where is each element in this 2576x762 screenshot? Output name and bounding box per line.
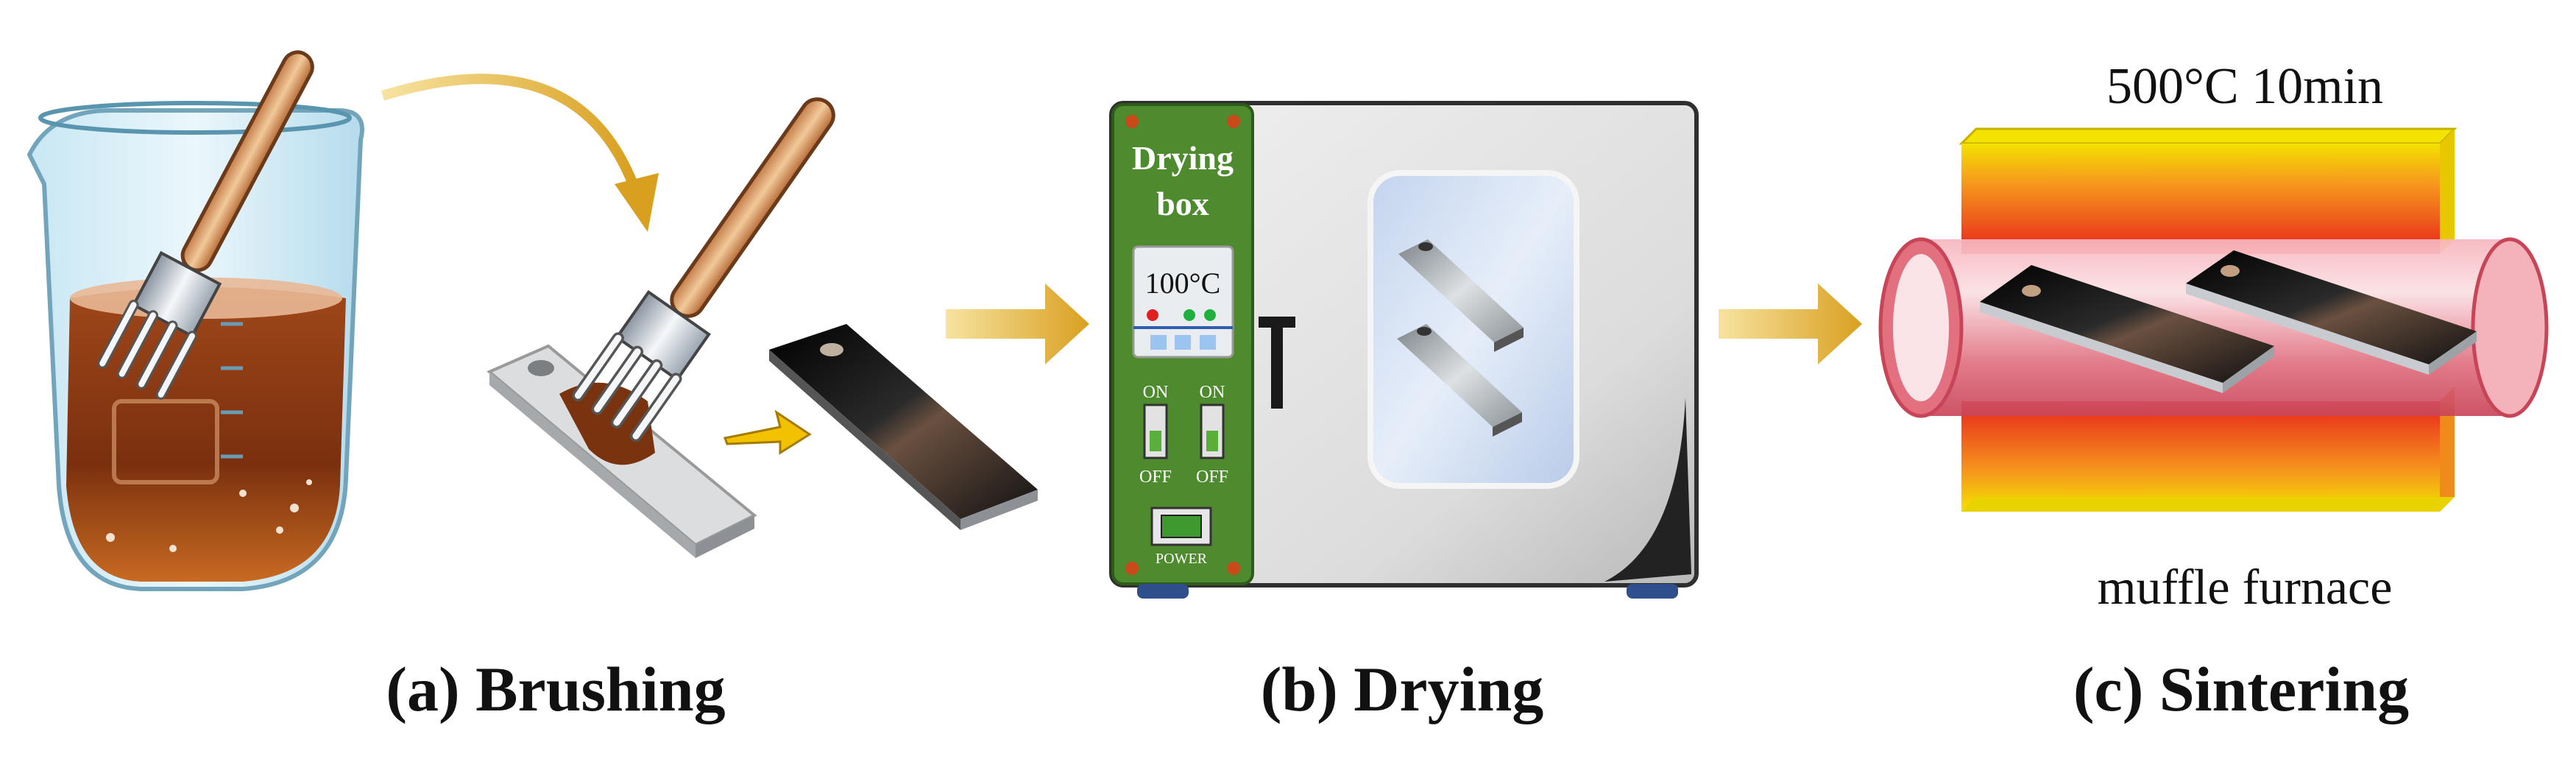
switch-2-on-label: ON — [1200, 383, 1225, 402]
coated-plate — [769, 324, 1038, 530]
switch-2-off-label: OFF — [1196, 468, 1228, 487]
switch-1-off-label: OFF — [1139, 468, 1172, 487]
plate-in-oven-2 — [1397, 324, 1522, 437]
process-arrow-1 — [946, 283, 1089, 364]
small-arrow — [723, 409, 812, 455]
drying-panel: Drying box 100°C ON ON OFF OFF POWER — [1109, 101, 1699, 599]
sintering-condition: 500°C 10min — [2106, 58, 2383, 115]
drying-box-label-line2: box — [1156, 185, 1209, 222]
brush-fork-in-beaker — [97, 50, 314, 400]
oven-temperature-display: 100°C — [1145, 267, 1221, 300]
curved-arrow-head — [615, 173, 659, 232]
beaker-icon — [26, 101, 364, 591]
substrate-plate — [486, 344, 757, 558]
power-label: POWER — [1156, 551, 1208, 567]
caption-brushing: (a) Brushing — [386, 654, 725, 724]
caption-drying: (b) Drying — [1261, 654, 1544, 724]
drying-oven-icon — [1109, 101, 1699, 599]
process-arrow-2 — [1719, 283, 1862, 364]
sintered-plate-1 — [1980, 265, 2274, 393]
switch-1-on-label: ON — [1143, 383, 1169, 402]
muffle-furnace-icon — [1878, 127, 2549, 512]
sintering-panel: 500°C 10min muffle furnace — [1878, 58, 2549, 615]
furnace-label: muffle furnace — [2098, 559, 2393, 615]
brush-fork-on-plate — [572, 97, 835, 442]
brushing-panel — [26, 50, 1038, 591]
curved-arrow — [381, 74, 638, 186]
plate-in-oven-1 — [1398, 239, 1524, 352]
caption-sintering: (c) Sintering — [2073, 654, 2409, 724]
sintered-plate-2 — [2186, 250, 2477, 375]
drying-box-label-line1: Drying — [1132, 139, 1234, 177]
